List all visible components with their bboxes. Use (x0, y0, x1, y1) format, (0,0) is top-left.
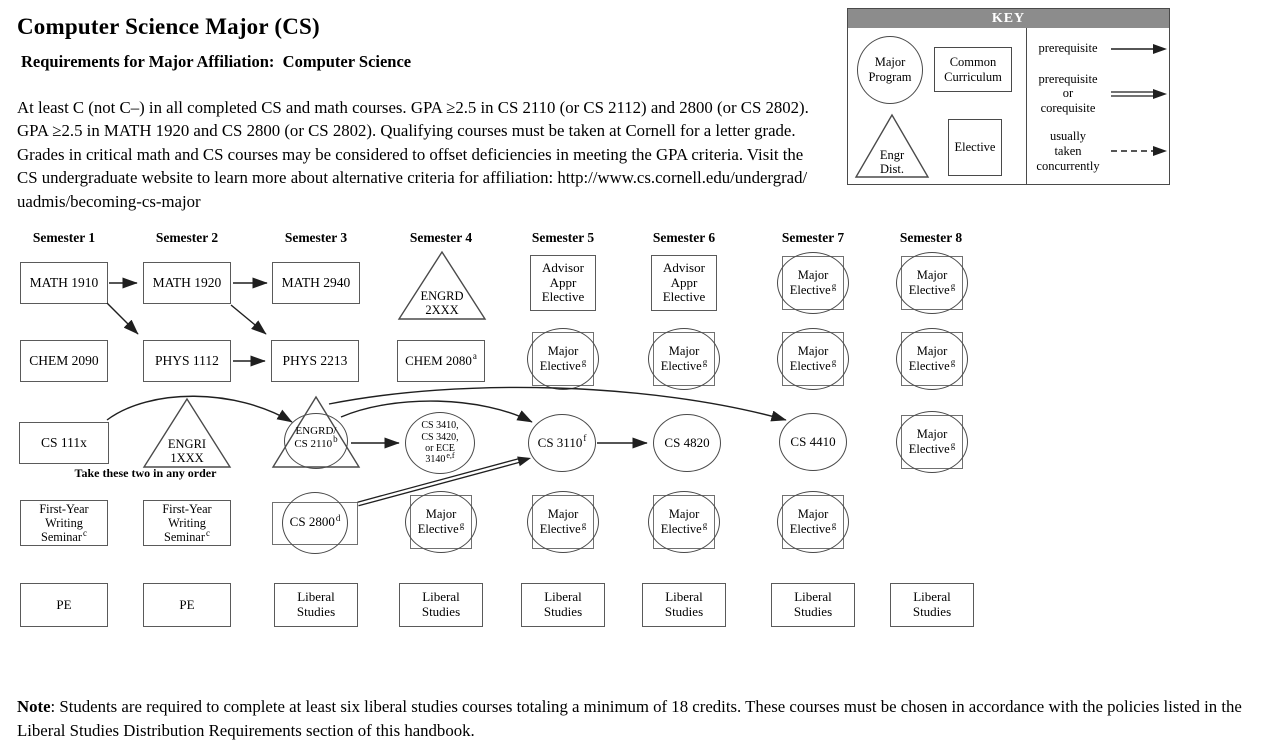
semester-6-header: Semester 6 (652, 230, 716, 245)
semester-7-header: Semester 7 (781, 230, 845, 245)
key-common-curriculum-rect: Common Curriculum (934, 47, 1012, 92)
course-cs-2800: CS 2800d (270, 492, 360, 554)
course-major-elective-s7-r1: Major Electiveg (775, 252, 851, 314)
course-cs-3410-3420-ece-3140: CS 3410, CS 3420, or ECE 3140e,f (405, 412, 475, 474)
key-legend: KEY Major Program Common Curriculum Engr… (847, 8, 1170, 185)
course-engri-1xxx: ENGRI 1XXX (142, 397, 232, 469)
course-liberal-studies-s5: Liberal Studies (521, 583, 605, 627)
page-title: Computer Science Major (CS) (17, 14, 320, 39)
semester-5-header: Semester 5 (531, 230, 595, 245)
affiliation-criteria-paragraph: At least C (not C–) in all completed CS … (17, 98, 809, 211)
course-first-year-writing-seminar-s1: First-Year Writing Seminarc (20, 500, 108, 546)
course-liberal-studies-s8: Liberal Studies (890, 583, 974, 627)
course-liberal-studies-s3: Liberal Studies (274, 583, 358, 627)
course-phys-1112: PHYS 1112 (143, 340, 231, 382)
solid-arrow-icon (1111, 43, 1167, 54)
course-chem-2090: CHEM 2090 (20, 340, 108, 382)
course-major-elective-s5-r4: Major Electiveg (525, 491, 601, 553)
course-major-elective-s7-r2: Major Electiveg (775, 328, 851, 390)
course-major-elective-s7-r4: Major Electiveg (775, 491, 851, 553)
key-prereq-or-coreq-row: prerequisite or corequisite (1027, 72, 1169, 116)
key-prerequisite-row: prerequisite (1027, 39, 1169, 59)
course-math-2940: MATH 2940 (272, 262, 360, 304)
course-cs-4410: CS 4410 (779, 413, 847, 471)
course-advisor-approved-elective-s6: Advisor Appr Elective (651, 255, 717, 311)
course-major-elective-s6-r4: Major Electiveg (646, 491, 722, 553)
course-phys-2213: PHYS 2213 (271, 340, 359, 382)
circle-icon (284, 413, 348, 469)
double-line-arrow-icon (1111, 88, 1167, 99)
semester-2-header: Semester 2 (155, 230, 219, 245)
course-major-elective-s8-r1: Major Electiveg (894, 252, 970, 314)
course-major-elective-s6-r2: Major Electiveg (646, 328, 722, 390)
course-major-elective-s5-r2: Major Electiveg (525, 328, 601, 390)
triangle-icon (142, 397, 232, 468)
course-cs-4820: CS 4820 (653, 414, 721, 472)
semester-4-header: Semester 4 (409, 230, 473, 245)
note-paragraph: Note: Students are required to complete … (17, 697, 1242, 740)
course-pe-s1: PE (20, 583, 108, 627)
course-engrd-2xxx: ENGRD 2XXX (397, 250, 487, 321)
course-math-1920: MATH 1920 (143, 262, 231, 304)
any-order-annotation: Take these two in any order (74, 466, 217, 480)
circle-icon (282, 492, 348, 554)
course-first-year-writing-seminar-s2: First-Year Writing Seminarc (143, 500, 231, 546)
key-concurrent-row: usually taken concurrently (1027, 129, 1169, 173)
key-elective-rect: Elective (948, 119, 1002, 176)
triangle-icon (397, 250, 487, 320)
semester-8-header: Semester 8 (899, 230, 963, 245)
course-liberal-studies-s6: Liberal Studies (642, 583, 726, 627)
course-cs-111x: CS 111x (19, 422, 109, 464)
course-math-1910: MATH 1910 (20, 262, 108, 304)
course-advisor-approved-elective-s5: Advisor Appr Elective (530, 255, 596, 311)
course-major-elective-s4-r4: Major Electiveg (403, 491, 479, 553)
course-liberal-studies-s7: Liberal Studies (771, 583, 855, 627)
triangle-icon (854, 113, 930, 178)
course-pe-s2: PE (143, 583, 231, 627)
key-engr-dist-triangle: Engr Dist. (854, 113, 930, 179)
dashed-arrow-icon (1111, 146, 1167, 157)
course-major-elective-s8-r3: Major Electiveg (894, 411, 970, 473)
key-title: KEY (848, 9, 1169, 28)
course-cs-3110: CS 3110f (528, 414, 596, 472)
course-engrd-cs-2110: ENGRD/ CS 2110b (271, 395, 361, 470)
page-subtitle: Requirements for Major Affiliation: Comp… (21, 52, 412, 71)
semester-3-header: Semester 3 (284, 230, 348, 245)
key-major-program-circle: Major Program (857, 36, 923, 104)
course-major-elective-s8-r2: Major Electiveg (894, 328, 970, 390)
semester-1-header: Semester 1 (32, 230, 96, 245)
course-chem-2080: CHEM 2080a (397, 340, 485, 382)
course-liberal-studies-s4: Liberal Studies (399, 583, 483, 627)
